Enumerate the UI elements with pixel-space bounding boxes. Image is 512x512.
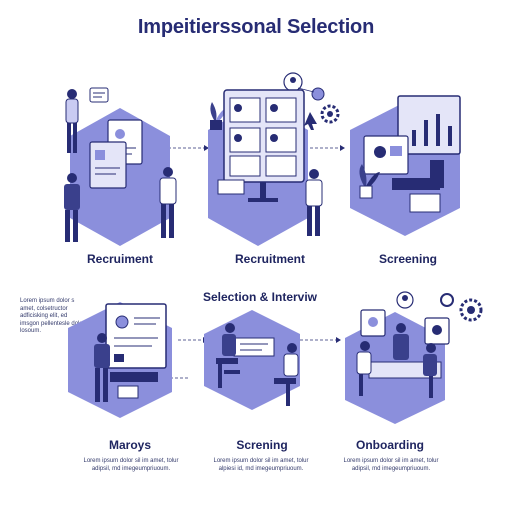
section-subtitle: Selection & Interviw [202, 290, 318, 304]
monitor-icon [424, 317, 450, 345]
table-icon [233, 337, 275, 357]
monitor-icon [397, 95, 461, 155]
person-icon [393, 323, 409, 360]
arrowhead [336, 337, 341, 343]
step-label-screening: Screening [378, 252, 438, 266]
gear-icon [459, 298, 483, 322]
person-icon [94, 333, 110, 402]
person-icon [274, 343, 299, 406]
keyboard-icon [392, 178, 440, 190]
step-note-onboarding: Lorem ipsum dolor sil im amet, tolur adi… [343, 458, 439, 472]
step-label-recruitment-1: Recruiment [86, 252, 154, 266]
maroys-illustration [68, 302, 172, 418]
arrowhead [340, 145, 345, 151]
monitor-icon [105, 303, 167, 369]
user-circle-icon [311, 87, 325, 101]
document-icon [409, 193, 441, 213]
document-icon [217, 179, 245, 195]
person-icon [423, 343, 437, 398]
step-label-screning: Screning [236, 438, 288, 452]
side-note: Lorem ipsum dolor s amet, colsetructor a… [20, 298, 85, 334]
monitor-icon [363, 135, 409, 175]
person-icon [305, 169, 323, 236]
step-note-maroys: Lorem ipsum dolor sil im amet, tolur adi… [83, 458, 179, 472]
document-icon [117, 385, 139, 399]
plant-icon [359, 164, 380, 199]
step-label-maroys: Maroys [108, 438, 152, 452]
monitor-icon [89, 141, 127, 189]
step-label-onboarding: Onboarding [356, 438, 424, 452]
recruitment-illustration [64, 87, 177, 246]
chair-icon [224, 370, 240, 374]
step-note-screning: Lorem ipsum dolor sil im amet, tolur alp… [213, 458, 309, 472]
screning-illustration [204, 310, 300, 410]
screening-illustration [350, 95, 461, 236]
person-icon [65, 89, 79, 153]
person-icon [356, 341, 372, 396]
recruitment-center-illustration [208, 72, 340, 246]
onboarding-illustration [345, 291, 483, 424]
monitor-icon [223, 89, 305, 202]
keyboard-icon [110, 372, 158, 382]
tower-icon [430, 160, 444, 188]
person-icon [216, 323, 238, 388]
person-icon [64, 173, 80, 242]
speech-bubble-icon [89, 87, 109, 103]
step-label-recruitment-2: Recruitment [234, 252, 305, 266]
monitor-icon [360, 309, 386, 337]
person-icon [159, 167, 177, 238]
gear-icon [320, 104, 340, 124]
page-title: Impeitierssonal Selection [137, 16, 375, 38]
cursor-icon [304, 112, 317, 130]
arrowhead [204, 145, 209, 151]
gear-icon [440, 293, 454, 307]
